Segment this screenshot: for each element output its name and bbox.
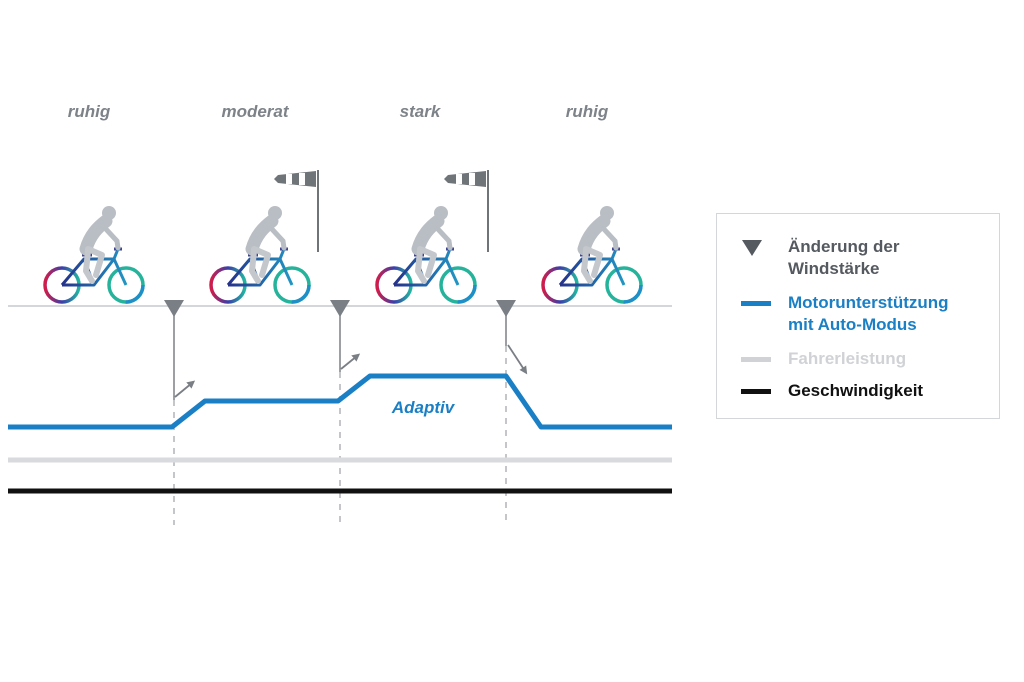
cyclist-icon <box>377 206 475 302</box>
speed-swatch <box>741 389 771 394</box>
triangle-down-icon <box>330 300 350 317</box>
motor-support-line <box>8 373 672 430</box>
legend-label-rider-power: Fahrerleistung <box>788 349 907 368</box>
legend-label-motor-2: mit Auto-Modus <box>788 315 917 334</box>
legend-label-motor-1: Motorunterstützung <box>788 293 949 312</box>
legend: Änderung der Windstärke Motorunterstützu… <box>716 213 1000 419</box>
phase-label-2: moderat <box>221 102 289 121</box>
triangle-down-icon <box>496 300 516 317</box>
phase-label-1: ruhig <box>68 102 111 121</box>
phase-label-3: stark <box>400 102 442 121</box>
triangle-down-icon <box>164 300 184 317</box>
cyclist-icon <box>543 206 641 302</box>
rider-power-swatch <box>741 357 771 362</box>
phase-label-4: ruhig <box>566 102 609 121</box>
legend-label-wind-change-1: Änderung der <box>788 237 900 256</box>
legend-label-speed: Geschwindigkeit <box>788 381 924 400</box>
cyclist-icon <box>211 206 309 302</box>
legend-label-wind-change-2: Windstärke <box>788 259 880 278</box>
motor-support-swatch <box>741 301 771 306</box>
cyclist-icon <box>45 206 143 302</box>
adaptiv-label: Adaptiv <box>391 398 456 417</box>
triangle-down-icon <box>742 240 762 256</box>
